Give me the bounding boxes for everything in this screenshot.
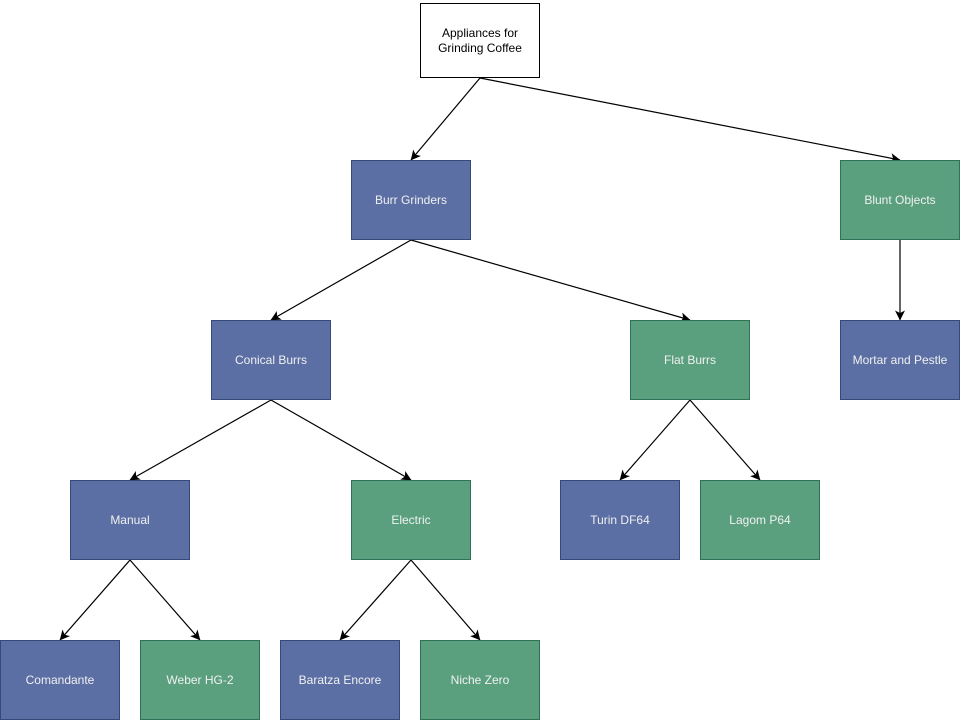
node-label: Comandante bbox=[25, 672, 95, 687]
node-label: Burr Grinders bbox=[374, 192, 448, 207]
edge-conical-burrs-to-manual bbox=[129, 399, 272, 481]
edge-conical-burrs-to-electric bbox=[270, 399, 412, 481]
node-manual[interactable]: Manual bbox=[70, 480, 190, 560]
edge-manual-to-weber-hg2 bbox=[129, 559, 201, 641]
edge-manual-to-comandante bbox=[59, 559, 131, 641]
edge-root-to-burr-grinders bbox=[410, 77, 481, 161]
node-label: Electric bbox=[391, 512, 431, 527]
node-label: Weber HG-2 bbox=[166, 672, 234, 687]
node-blunt-objects[interactable]: Blunt Objects bbox=[840, 160, 960, 240]
edge-flat-burrs-to-turin-df64 bbox=[619, 399, 691, 481]
node-label: Manual bbox=[110, 512, 150, 527]
node-niche-zero[interactable]: Niche Zero bbox=[420, 640, 540, 720]
node-label: Appliances for Grinding Coffee bbox=[438, 25, 522, 55]
node-label: Conical Burrs bbox=[234, 352, 308, 367]
node-mortar-pestle[interactable]: Mortar and Pestle bbox=[840, 320, 960, 400]
node-root[interactable]: Appliances for Grinding Coffee bbox=[420, 3, 540, 78]
node-burr-grinders[interactable]: Burr Grinders bbox=[351, 160, 471, 240]
node-label: Blunt Objects bbox=[864, 192, 936, 207]
node-weber-hg2[interactable]: Weber HG-2 bbox=[140, 640, 260, 720]
node-label: Turin DF64 bbox=[590, 512, 650, 527]
node-label: Flat Burrs bbox=[663, 352, 716, 367]
node-conical-burrs[interactable]: Conical Burrs bbox=[211, 320, 331, 400]
node-flat-burrs[interactable]: Flat Burrs bbox=[630, 320, 750, 400]
node-turin-df64[interactable]: Turin DF64 bbox=[560, 480, 680, 560]
node-label: Mortar and Pestle bbox=[852, 352, 948, 367]
node-comandante[interactable]: Comandante bbox=[0, 640, 120, 720]
edge-burr-grinders-to-conical-burrs bbox=[270, 239, 412, 321]
node-label: Niche Zero bbox=[450, 672, 510, 687]
node-electric[interactable]: Electric bbox=[351, 480, 471, 560]
edge-burr-grinders-to-flat-burrs bbox=[410, 239, 691, 323]
edge-flat-burrs-to-lagom-p64 bbox=[689, 399, 761, 481]
node-lagom-p64[interactable]: Lagom P64 bbox=[700, 480, 820, 560]
node-label: Lagom P64 bbox=[729, 512, 791, 527]
node-baratza-encore[interactable]: Baratza Encore bbox=[280, 640, 400, 720]
node-label: Baratza Encore bbox=[298, 672, 382, 687]
edge-electric-to-niche-zero bbox=[410, 559, 481, 641]
edge-electric-to-baratza-encore bbox=[339, 559, 412, 641]
edge-root-to-blunt-objects bbox=[479, 77, 901, 164]
